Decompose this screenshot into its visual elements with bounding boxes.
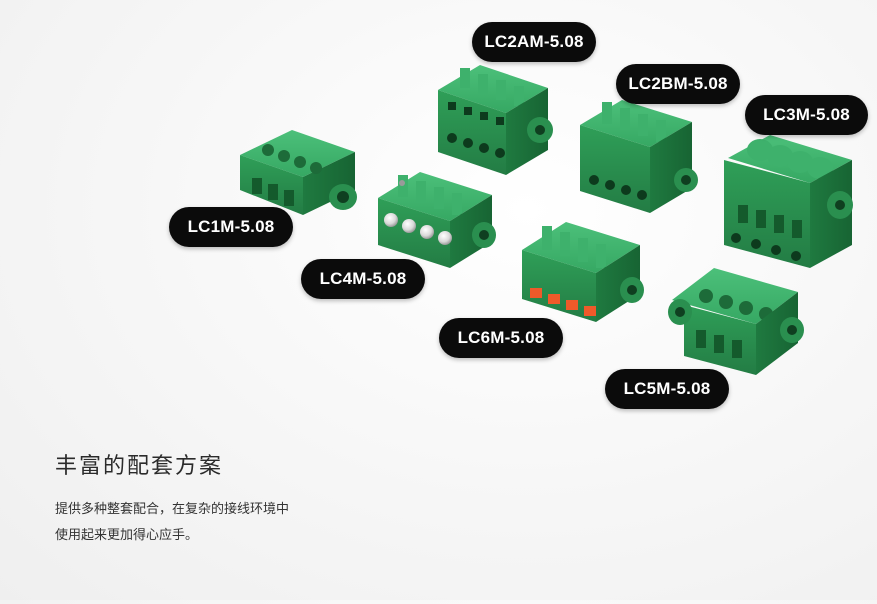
label-lc2bm: LC2BM-5.08 bbox=[616, 64, 740, 104]
label-lc3m: LC3M-5.08 bbox=[745, 95, 868, 135]
connector-lc3m bbox=[724, 135, 853, 268]
connector-lc5m bbox=[668, 268, 804, 375]
section-heading: 丰富的配套方案 bbox=[55, 454, 224, 479]
label-lc2am: LC2AM-5.08 bbox=[472, 22, 596, 62]
description-line-2: 使用起来更加得心应手。 bbox=[55, 528, 199, 543]
label-lc5m: LC5M-5.08 bbox=[605, 369, 729, 409]
connector-lc6m bbox=[522, 222, 644, 322]
connector-lc1m bbox=[240, 130, 357, 215]
label-lc4m: LC4M-5.08 bbox=[301, 259, 425, 299]
description-line-1: 提供多种整套配合，在复杂的接线环境中 bbox=[55, 502, 290, 517]
label-lc6m: LC6M-5.08 bbox=[439, 318, 563, 358]
label-lc1m: LC1M-5.08 bbox=[169, 207, 293, 247]
connector-lc2am bbox=[438, 65, 553, 175]
connector-lc4m bbox=[378, 172, 496, 268]
section-description: 提供多种整套配合，在复杂的接线环境中 使用起来更加得心应手。 bbox=[55, 497, 355, 549]
connector-lc2bm bbox=[580, 100, 698, 213]
